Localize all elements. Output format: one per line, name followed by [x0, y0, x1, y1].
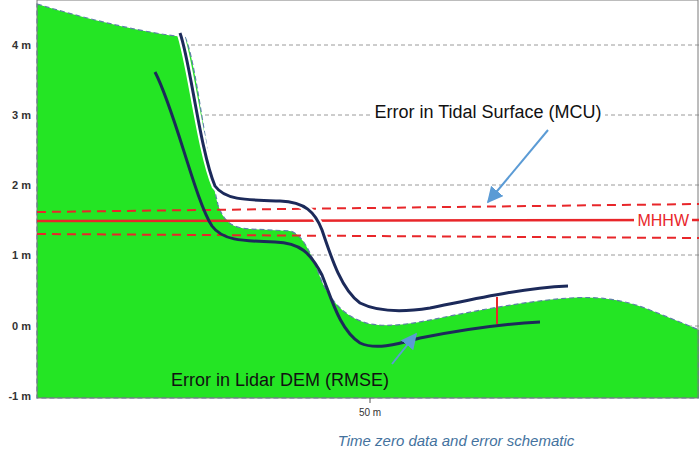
- callout-label: Error in Tidal Surface (MCU): [371, 103, 604, 123]
- axis-label: 0 m: [12, 320, 31, 332]
- upper-error-curve: [180, 33, 568, 311]
- axis-label: -1 m: [8, 390, 31, 402]
- datum-label: MHHW: [634, 212, 692, 230]
- axis-label: 50 m: [359, 407, 381, 418]
- axis-label: 2 m: [12, 179, 31, 191]
- leader-arrow: [488, 130, 548, 202]
- axis-label: 1 m: [12, 249, 31, 261]
- error-marker: [496, 297, 498, 324]
- leader-arrow: [392, 334, 416, 364]
- figure-caption: Time zero data and error schematic: [338, 433, 575, 450]
- axis-label: 4 m: [12, 39, 31, 51]
- plot-frame: [37, 0, 698, 398]
- mhhw-band: [37, 204, 699, 238]
- callout-label: Error in Lidar DEM (RMSE): [171, 371, 389, 391]
- axis-label: 3 m: [12, 109, 31, 121]
- x-tick: [370, 398, 371, 403]
- terrain-profile: [37, 4, 699, 398]
- upper-error-curve: [180, 33, 568, 311]
